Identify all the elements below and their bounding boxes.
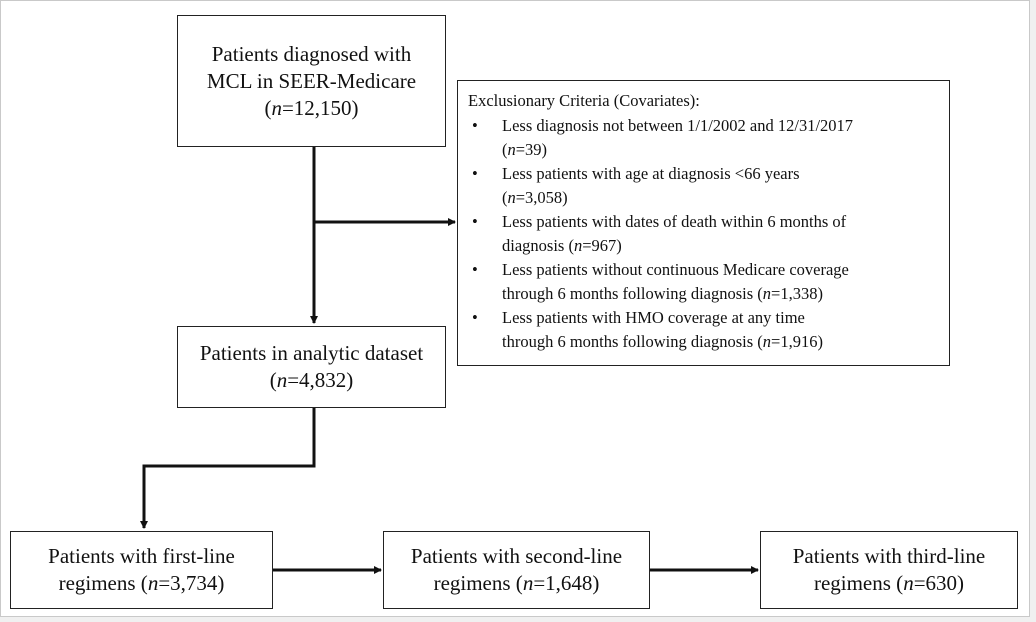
box-diagnosed-line2: MCL in SEER-Medicare — [206, 68, 417, 93]
exclusion-item: Less patients with age at diagnosis <66 … — [468, 162, 939, 210]
arrow-analytic-to-first-line — [140, 408, 316, 529]
box-first-line: Patients with first-line regimens (n=3,7… — [10, 531, 273, 609]
box-second-line1: Patients with second-line — [410, 544, 623, 568]
box-third-line: Patients with third-line regimens (n=630… — [760, 531, 1018, 609]
box-first-count: regimens (n=3,734) — [58, 571, 225, 595]
box-second-count: regimens (n=1,648) — [433, 571, 600, 595]
box-third-line1: Patients with third-line — [792, 544, 986, 568]
box-first-line1: Patients with first-line — [48, 544, 235, 568]
box-diagnosed-line1: Patients diagnosed with — [211, 41, 412, 66]
box-exclusion-criteria: Exclusionary Criteria (Covariates): Less… — [457, 80, 950, 366]
box-diagnosed-patients: Patients diagnosed with MCL in SEER-Medi… — [177, 15, 446, 147]
box-analytic-line1: Patients in analytic dataset — [199, 341, 424, 365]
box-analytic-dataset: Patients in analytic dataset (n=4,832) — [177, 326, 446, 408]
box-third-count: regimens (n=630) — [813, 571, 965, 595]
exclusion-item: Less patients without continuous Medicar… — [468, 258, 939, 306]
exclusion-item: Less patients with dates of death within… — [468, 210, 939, 258]
box-analytic-count: (n=4,832) — [269, 368, 354, 392]
box-diagnosed-count: (n=12,150) — [264, 95, 359, 120]
exclusion-item: Less patients with HMO coverage at any t… — [468, 306, 939, 354]
exclusion-list: Less diagnosis not between 1/1/2002 and … — [468, 114, 939, 354]
box-second-line: Patients with second-line regimens (n=1,… — [383, 531, 650, 609]
exclusion-item: Less diagnosis not between 1/1/2002 and … — [468, 114, 939, 162]
exclusion-title: Exclusionary Criteria (Covariates): — [468, 91, 700, 110]
